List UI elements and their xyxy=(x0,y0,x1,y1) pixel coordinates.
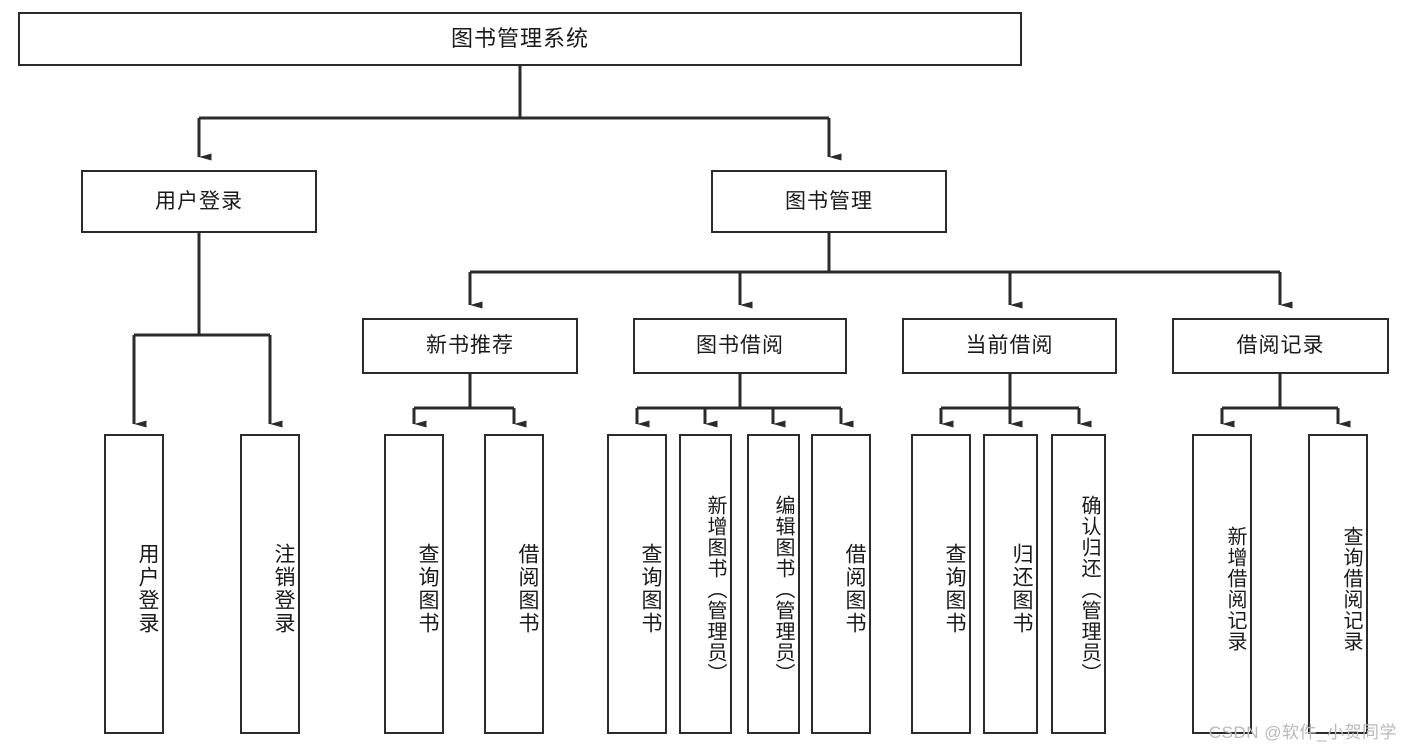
node-label: 借阅记录 xyxy=(1236,334,1325,358)
leaf-query-book-borrow[interactable]: 查询图书 xyxy=(607,434,667,734)
leaf-query-book-current[interactable]: 查询图书 xyxy=(911,434,971,734)
leaf-borrow-book-recommend[interactable]: 借阅图书 xyxy=(484,434,544,734)
node-label: 图书管理 xyxy=(785,189,873,213)
leaf-user-login[interactable]: 用户登录 xyxy=(104,434,164,734)
leaf-borrow-book[interactable]: 借阅图书 xyxy=(811,434,871,734)
node-label: 新增图书（管理员） xyxy=(704,494,726,684)
node-label: 查询图书 xyxy=(943,543,966,635)
leaf-add-borrow-record[interactable]: 新增借阅记录 xyxy=(1192,434,1252,734)
node-label: 用户登录 xyxy=(155,189,243,213)
node-label: 借阅图书 xyxy=(516,543,539,635)
leaf-query-book-recommend[interactable]: 查询图书 xyxy=(384,434,444,734)
node-label: 注销登录 xyxy=(272,543,295,635)
node-root-system[interactable]: 图书管理系统 xyxy=(18,12,1022,66)
node-label: 查询图书 xyxy=(639,543,662,635)
node-label: 图书管理系统 xyxy=(450,25,589,51)
leaf-add-book-admin[interactable]: 新增图书（管理员） xyxy=(679,434,732,734)
node-book-borrow[interactable]: 图书借阅 xyxy=(633,318,847,374)
leaf-return-book[interactable]: 归还图书 xyxy=(983,434,1038,734)
node-label: 新增借阅记录 xyxy=(1224,526,1246,652)
node-label: 查询借阅记录 xyxy=(1340,526,1362,652)
node-label: 编辑图书（管理员） xyxy=(772,494,794,684)
leaf-confirm-return-admin[interactable]: 确认归还（管理员） xyxy=(1051,434,1106,734)
node-current-borrow[interactable]: 当前借阅 xyxy=(902,318,1117,374)
leaf-user-logout[interactable]: 注销登录 xyxy=(240,434,300,734)
node-label: 当前借阅 xyxy=(965,334,1054,358)
node-label: 借阅图书 xyxy=(843,543,866,635)
node-borrow-record[interactable]: 借阅记录 xyxy=(1172,318,1389,374)
node-label: 用户登录 xyxy=(136,543,159,635)
leaf-edit-book-admin[interactable]: 编辑图书（管理员） xyxy=(747,434,800,734)
node-label: 归还图书 xyxy=(1010,543,1033,635)
node-label: 查询图书 xyxy=(416,543,439,635)
node-label: 图书借阅 xyxy=(696,334,784,358)
node-label: 新书推荐 xyxy=(426,334,514,358)
leaf-query-borrow-record[interactable]: 查询借阅记录 xyxy=(1308,434,1368,734)
node-label: 确认归还（管理员） xyxy=(1078,494,1100,684)
csdn-watermark: CSDN @软件_小贺同学 xyxy=(1208,723,1397,742)
node-book-management[interactable]: 图书管理 xyxy=(711,170,947,233)
node-new-book-recommend[interactable]: 新书推荐 xyxy=(362,318,578,374)
node-user-login[interactable]: 用户登录 xyxy=(81,170,317,233)
